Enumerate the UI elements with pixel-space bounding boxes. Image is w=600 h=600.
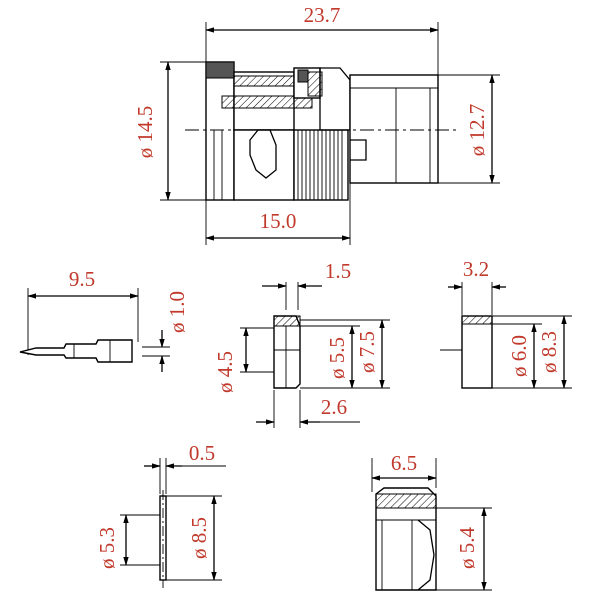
dim-body-length-label: 15.0 xyxy=(260,209,297,233)
dim-nut-inner-label: ø 5.4 xyxy=(455,527,479,570)
center-pin xyxy=(19,339,133,363)
knurled-nut xyxy=(293,129,349,201)
dim-pin-length-label: 9.5 xyxy=(69,267,95,291)
connector-rear-body xyxy=(205,61,235,201)
dim-sleeve-inner-label: ø 6.0 xyxy=(507,335,531,377)
dim-ferrule-thickness-label: 1.5 xyxy=(325,259,351,283)
dim-front-diameter-label: ø 12.7 xyxy=(465,104,489,157)
dim-body-diameter-label: ø 14.5 xyxy=(133,106,157,159)
dim-sleeve-length-label: 3.2 xyxy=(463,257,489,281)
dim-washer-outer-label: ø 8.5 xyxy=(187,517,211,559)
dim-pin-diameter-label: ø 1.0 xyxy=(165,291,189,333)
sleeve-view: 3.2 ø 6.0 ø 8.3 xyxy=(440,257,572,389)
sleeve-part xyxy=(461,315,493,389)
nut-view: 6.5 ø 5.4 xyxy=(371,451,492,591)
dim-length-label: 23.7 xyxy=(304,3,341,27)
washer-view: 0.5 ø 5.3 ø 8.5 xyxy=(95,441,226,588)
ferrule-view: 1.5 ø 4.5 ø 5.5 ø 7.5 2.6 xyxy=(213,259,390,428)
dim-ferrule-inner-a-label: ø 4.5 xyxy=(213,351,237,393)
dim-nut-length-label: 6.5 xyxy=(391,451,417,475)
dim-washer-thickness-label: 0.5 xyxy=(189,441,215,465)
dim-ferrule-outer-label: ø 7.5 xyxy=(355,331,379,373)
dim-ferrule-inner-b-label: ø 5.5 xyxy=(325,337,349,379)
connector-view: 23.7 ø 14.5 ø 12.7 15.0 xyxy=(133,3,500,245)
dim-ferrule-bore-label: 2.6 xyxy=(321,395,347,419)
ferrule-part xyxy=(273,315,301,389)
connector-front-tube xyxy=(349,74,439,184)
pin-view: 9.5 ø 1.0 xyxy=(19,267,189,372)
dim-washer-inner-label: ø 5.3 xyxy=(95,527,119,569)
dim-sleeve-outer-label: ø 8.3 xyxy=(537,331,561,373)
